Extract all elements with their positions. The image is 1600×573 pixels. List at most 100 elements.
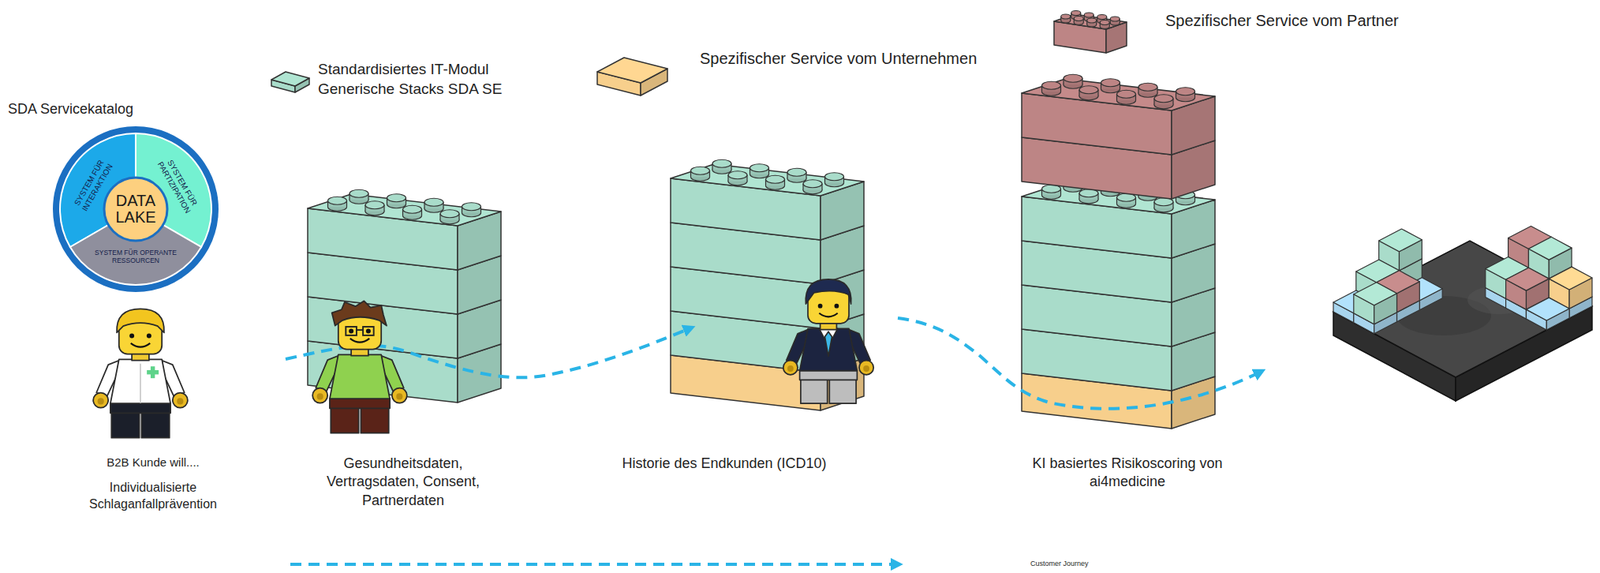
label-text: KI basiertes Risikoscoring von ai4medici… <box>1001 454 1254 492</box>
hand <box>859 360 874 375</box>
hand-hole <box>97 397 105 404</box>
stud-top <box>387 194 407 202</box>
smile <box>350 338 370 343</box>
smile <box>818 313 838 318</box>
legend-row: Spezifischer Service vom Unternehmen <box>699 48 977 69</box>
stud-top <box>365 201 385 210</box>
brick-top <box>271 71 310 86</box>
leg <box>829 378 857 404</box>
legend-text: Spezifischer Service vom Unternehmen <box>699 48 977 69</box>
catalog-heading: SDA Servicekatalog <box>7 100 134 118</box>
stud-top <box>1087 18 1097 23</box>
hand-hole <box>176 397 184 404</box>
hips <box>110 403 171 413</box>
data-lake-circle: DATA LAKE <box>102 175 169 243</box>
legend-swatch <box>594 49 670 99</box>
coat-line <box>139 363 141 404</box>
data-lake-text: DATA LAKE <box>108 192 164 226</box>
brick-top <box>307 194 501 226</box>
cube-top <box>1506 267 1550 291</box>
hair <box>116 308 165 333</box>
tie <box>824 331 832 356</box>
stud-top <box>1042 81 1062 90</box>
stud-top <box>1097 14 1107 20</box>
glasses <box>362 326 374 336</box>
stud-top <box>403 205 423 214</box>
leg <box>800 378 828 404</box>
legend-swatch <box>270 67 312 95</box>
eye <box>146 332 152 338</box>
hair <box>332 300 387 326</box>
minifigure <box>312 300 408 433</box>
stud-top <box>349 189 369 198</box>
caption-label: Individualisierte Schlaganfallprävention <box>78 479 229 513</box>
legend-text: Spezifischer Service vom Partner <box>1165 10 1399 31</box>
minifigure <box>93 308 188 438</box>
eye <box>366 328 371 333</box>
cube-top <box>1526 297 1571 321</box>
cube-top <box>1353 282 1398 306</box>
stud-top <box>1154 94 1174 103</box>
eye <box>348 328 354 333</box>
hand <box>312 388 328 404</box>
legend-swatch <box>1050 3 1129 56</box>
cube-top <box>1528 236 1573 260</box>
catalog-wheel: SDA ServicekatalogSYSTEM FÜR INTERAKTION… <box>52 125 220 293</box>
label-text: B2B Kunde will.... <box>74 454 232 471</box>
leg <box>141 411 169 438</box>
label-text: Customer Journey <box>1030 559 1089 569</box>
stud-top <box>766 175 786 184</box>
cube-top <box>1379 228 1423 252</box>
stud-top <box>825 172 845 181</box>
caption-label: Historie des Endkunden (ICD10) <box>582 454 867 473</box>
hand <box>392 388 408 404</box>
catalog-title: SDA Servicekatalog <box>7 100 134 118</box>
stud-top <box>1176 87 1196 96</box>
data-lake-circle <box>104 177 168 241</box>
stud-top <box>462 202 482 211</box>
hand <box>172 392 188 408</box>
leg <box>360 407 389 434</box>
stud-top <box>1063 74 1083 83</box>
stud-top <box>750 164 770 172</box>
sector-label: SYSTEM FÜR OPERANTE RESSOURCEN <box>91 249 180 266</box>
journey-path <box>290 562 900 566</box>
caption-label: Customer Journey <box>1030 559 1089 569</box>
stud-top <box>1073 16 1084 22</box>
sector-text: SYSTEM FÜR OPERANTE RESSOURCEN <box>91 249 180 266</box>
minifigure <box>783 279 874 404</box>
legend-text: Standardisiertes IT-Modul Generische Sta… <box>317 59 531 99</box>
label-text: Gesundheitsdaten, Vertragsdaten, Consent… <box>308 454 498 510</box>
stud-top <box>1079 85 1099 94</box>
hair <box>805 279 852 304</box>
torso <box>800 328 858 371</box>
hand <box>783 360 798 375</box>
leg <box>111 411 139 438</box>
brick-top <box>670 164 864 196</box>
platform <box>1333 226 1593 402</box>
stud-top <box>424 198 444 206</box>
stud-top <box>440 209 460 218</box>
smile <box>130 343 150 348</box>
stud-top <box>787 168 807 176</box>
stud-top <box>1110 16 1120 22</box>
glasses <box>356 328 363 331</box>
center-label: DATA LAKE <box>108 192 164 226</box>
hand-hole <box>396 392 403 400</box>
slab-top <box>1333 240 1593 378</box>
stud-top <box>1071 11 1081 16</box>
brick-stacks <box>307 74 1215 429</box>
stud-top <box>1084 12 1094 18</box>
hips <box>329 398 390 408</box>
brick-top <box>1021 78 1215 111</box>
cube-top <box>1548 266 1593 290</box>
eye <box>129 332 135 338</box>
caption-label: B2B Kunde will.... <box>74 454 232 471</box>
hand-hole <box>317 392 324 400</box>
journey-path <box>897 317 1263 409</box>
caption-label: Gesundheitsdaten, Vertragsdaten, Consent… <box>308 454 498 510</box>
label-text: Historie des Endkunden (ICD10) <box>582 454 867 473</box>
label-text: Individualisierte Schlaganfallprävention <box>78 479 229 513</box>
